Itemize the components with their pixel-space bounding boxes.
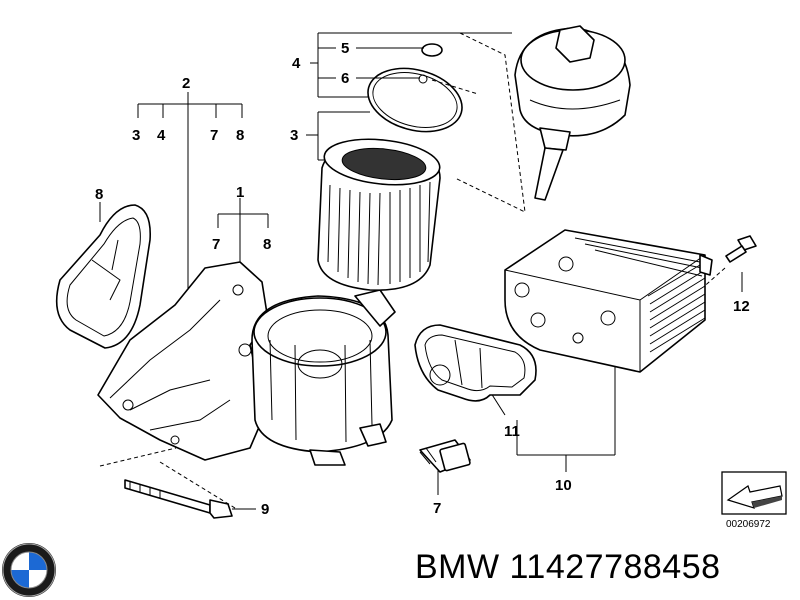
reference-code: 00206972 <box>726 519 771 530</box>
dashed-assembly-cap <box>431 32 526 213</box>
callout-2-4: 4 <box>157 127 166 144</box>
callout-1-8: 8 <box>263 236 271 253</box>
callout-2-7: 7 <box>210 127 218 144</box>
footer-brand: BMW <box>415 548 500 586</box>
callout-group-2 <box>137 92 243 290</box>
reference-box <box>721 471 787 515</box>
bolt-9 <box>124 479 233 519</box>
callout-5: 5 <box>341 40 349 57</box>
callout-4: 4 <box>292 55 301 72</box>
callout-11: 11 <box>504 423 520 440</box>
callout-3: 3 <box>290 127 298 144</box>
callout-group-4 <box>310 32 512 98</box>
callout-1-7: 7 <box>212 236 220 253</box>
filter-housing-1 <box>251 289 396 466</box>
o-ring-6 <box>367 67 463 133</box>
seal-5b <box>418 74 428 84</box>
callout-2-3: 3 <box>132 127 140 144</box>
callout-7: 7 <box>433 500 441 517</box>
dashed-assembly-bolt <box>99 447 238 509</box>
filter-element-3 <box>317 138 441 291</box>
dashed-assembly-12 <box>699 267 726 291</box>
filter-housing-2 <box>97 261 269 461</box>
callout-9: 9 <box>261 501 269 518</box>
callout-8: 8 <box>95 186 103 203</box>
gasket-8 <box>55 204 152 349</box>
callout-1: 1 <box>236 184 244 201</box>
callout-2: 2 <box>182 75 190 92</box>
callout-12: 12 <box>733 298 750 315</box>
seal-5 <box>421 43 443 57</box>
callout-6: 6 <box>341 70 349 87</box>
footer-part-number: 11427788458 <box>509 548 721 586</box>
callout-2-8: 8 <box>236 127 244 144</box>
footer-part-label: BMW 11427788458 <box>415 548 721 587</box>
callout-10: 10 <box>555 477 572 494</box>
sensor-7 <box>419 439 471 473</box>
bmw-logo <box>2 543 56 597</box>
o-ring-6-inner <box>372 72 458 128</box>
gasket-11 <box>414 324 537 402</box>
screw-12 <box>725 235 757 263</box>
oil-cooler-10 <box>504 229 713 373</box>
callout-group-1 <box>217 198 269 265</box>
filter-cap <box>514 25 631 201</box>
